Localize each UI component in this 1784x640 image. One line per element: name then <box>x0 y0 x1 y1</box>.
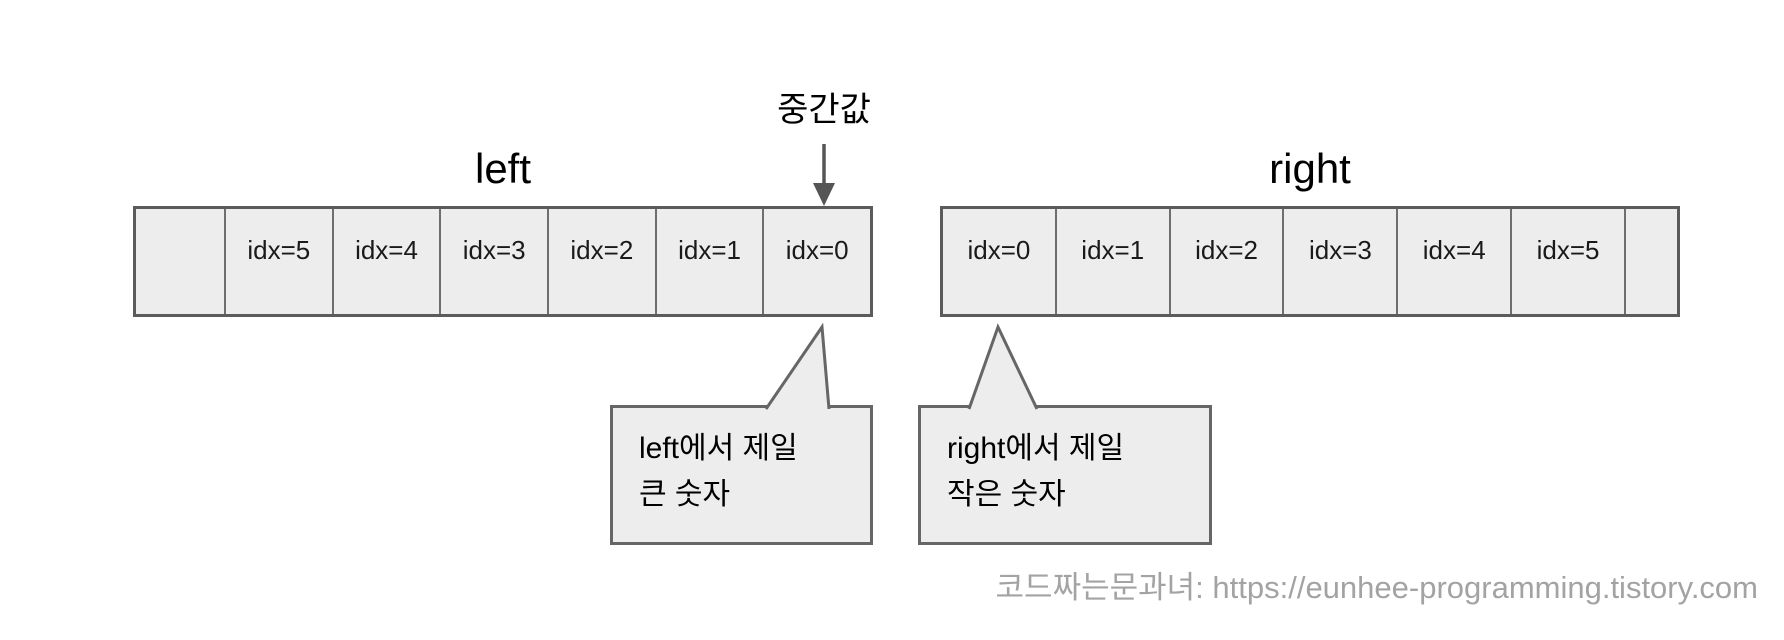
left-callout-line2: 큰 숫자 <box>639 478 731 511</box>
array-cell: idx=2 <box>547 209 655 314</box>
watermark-credit: 코드짜는문과녀: https://eunhee-programming.tist… <box>995 570 1758 605</box>
array-cell: idx=4 <box>1396 209 1510 314</box>
right-array-title: right <box>1269 145 1351 192</box>
right-callout-line2: 작은 숫자 <box>947 478 1066 511</box>
array-cell: idx=1 <box>654 209 763 314</box>
right-array: idx=0 idx=1 idx=2 idx=3 idx=4 idx=5 <box>940 206 1680 317</box>
left-callout-bubble: left에서 제일 큰 숫자 <box>610 405 873 545</box>
left-callout-line1: left에서 제일 <box>639 432 798 465</box>
array-cell: idx=5 <box>224 209 332 314</box>
array-cell-empty <box>1623 209 1677 314</box>
array-cell: idx=5 <box>1510 209 1624 314</box>
array-cell: idx=2 <box>1168 209 1283 314</box>
right-callout-line1: right에서 제일 <box>947 432 1125 465</box>
array-cell: idx=3 <box>439 209 547 314</box>
right-callout-bubble: right에서 제일 작은 숫자 <box>918 405 1212 545</box>
left-array: idx=5 idx=4 idx=3 idx=2 idx=1 idx=0 <box>133 206 873 317</box>
left-array-title: left <box>474 145 532 192</box>
array-cell: idx=3 <box>1282 209 1396 314</box>
right-bubble-tail <box>967 323 1039 410</box>
array-cell: idx=4 <box>331 209 440 314</box>
array-cell: idx=0 <box>762 209 870 314</box>
array-cell: idx=0 <box>967 235 1031 265</box>
array-cell: idx=1 <box>1054 209 1169 314</box>
array-cell-empty <box>136 209 224 314</box>
median-label: 중간값 <box>777 91 871 129</box>
left-bubble-tail <box>764 322 831 410</box>
